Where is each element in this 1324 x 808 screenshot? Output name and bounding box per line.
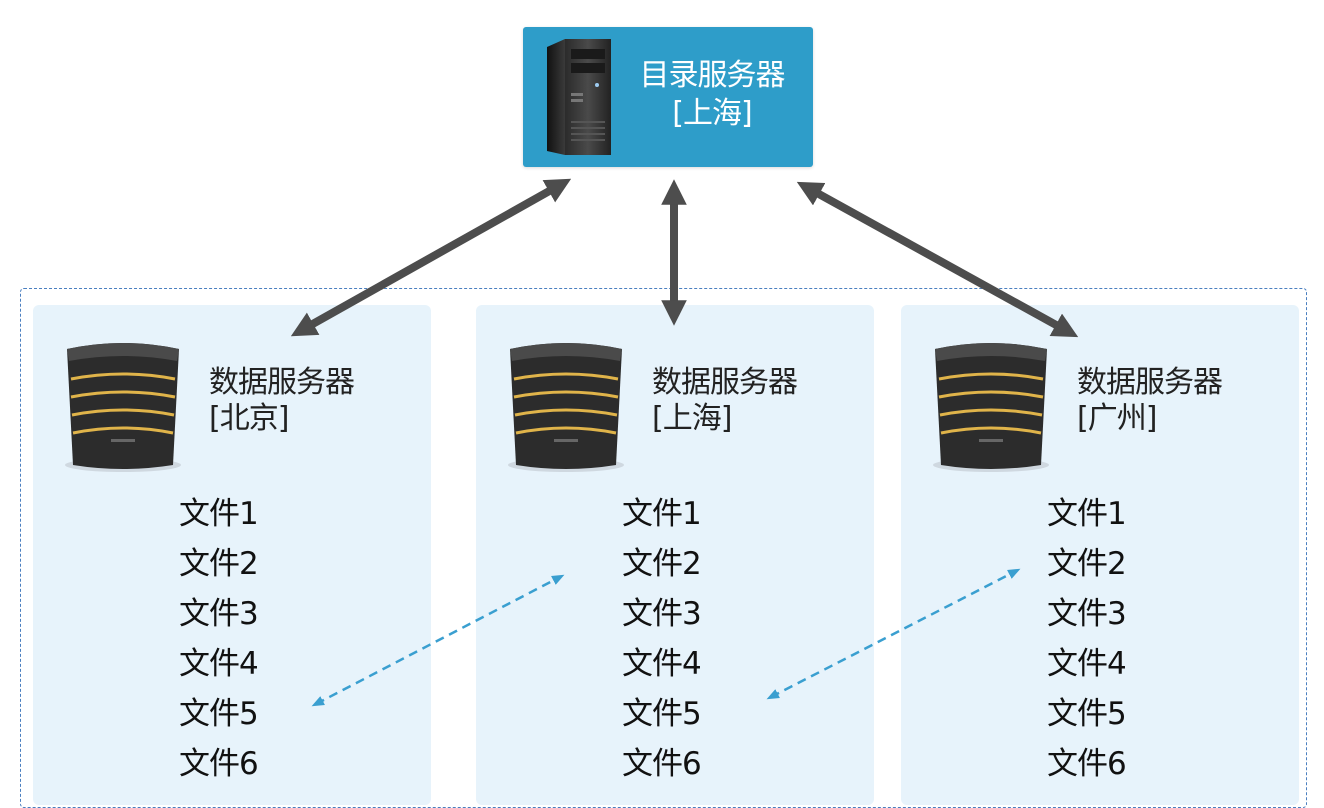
file-item: 文件3 bbox=[622, 596, 702, 632]
data-server-name: 数据服务器 bbox=[652, 365, 798, 400]
file-item: 文件2 bbox=[1047, 546, 1127, 582]
file-item: 文件2 bbox=[179, 546, 259, 582]
directory-server-box: 目录服务器 [上海] bbox=[523, 27, 813, 167]
file-item: 文件3 bbox=[1047, 596, 1127, 632]
data-server-panel-guangzhou: 数据服务器 [广州] 文件1 文件2 文件3 文件4 文件5 文件6 bbox=[901, 305, 1299, 805]
file-item: 文件5 bbox=[622, 696, 702, 732]
data-server-icon bbox=[933, 343, 1049, 472]
data-server-location: [上海] bbox=[652, 401, 732, 436]
data-server-name: 数据服务器 bbox=[1077, 365, 1223, 400]
file-item: 文件6 bbox=[179, 746, 259, 782]
file-item: 文件4 bbox=[179, 646, 259, 682]
file-item: 文件1 bbox=[179, 496, 259, 532]
data-server-icon bbox=[508, 343, 624, 472]
file-item: 文件5 bbox=[179, 696, 259, 732]
file-item: 文件1 bbox=[622, 496, 702, 532]
file-item: 文件3 bbox=[179, 596, 259, 632]
directory-server-location: [上海] bbox=[672, 96, 752, 131]
data-server-panel-shanghai: 数据服务器 [上海] 文件1 文件2 文件3 文件4 文件5 文件6 bbox=[476, 305, 874, 805]
file-item: 文件6 bbox=[1047, 746, 1127, 782]
file-item: 文件4 bbox=[1047, 646, 1127, 682]
file-item: 文件1 bbox=[1047, 496, 1127, 532]
file-list: 文件1 文件2 文件3 文件4 文件5 文件6 bbox=[622, 489, 702, 789]
data-server-name: 数据服务器 bbox=[209, 365, 355, 400]
file-list: 文件1 文件2 文件3 文件4 文件5 文件6 bbox=[1047, 489, 1127, 789]
server-tower-icon bbox=[547, 39, 611, 155]
file-item: 文件2 bbox=[622, 546, 702, 582]
directory-server-name: 目录服务器 bbox=[639, 58, 786, 93]
file-item: 文件5 bbox=[1047, 696, 1127, 732]
data-server-location: [北京] bbox=[209, 401, 289, 436]
file-list: 文件1 文件2 文件3 文件4 文件5 文件6 bbox=[179, 489, 259, 789]
file-item: 文件4 bbox=[622, 646, 702, 682]
data-server-location: [广州] bbox=[1077, 401, 1157, 436]
file-item: 文件6 bbox=[622, 746, 702, 782]
data-server-icon bbox=[65, 343, 181, 472]
data-server-panel-beijing: 数据服务器 [北京] 文件1 文件2 文件3 文件4 文件5 文件6 bbox=[33, 305, 431, 805]
